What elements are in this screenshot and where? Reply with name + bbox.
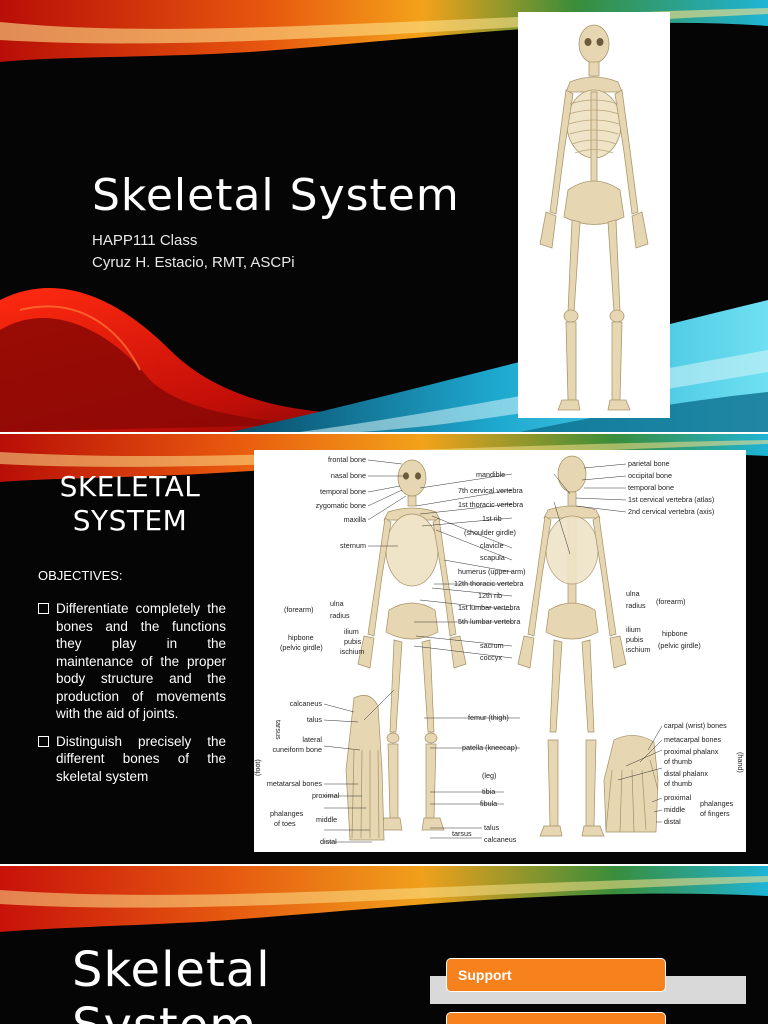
slide-title: Skeletal System [92, 170, 460, 221]
label-coccyx: coccyx [480, 653, 502, 662]
label-pubis: pubis [344, 637, 362, 646]
label-sternum: sternum [340, 541, 366, 550]
label-mandible: mandible [476, 470, 505, 479]
label-distal-finger: distal [664, 817, 681, 826]
label-ilium: ilium [344, 627, 359, 636]
label-proximal-phalanx-thumb: proximal phalanx [664, 747, 719, 756]
title-line-1: Skeletal [72, 942, 271, 998]
label-of-thumb-2: of thumb [664, 779, 692, 788]
label-atlas: 1st cervical vertebra (atlas) [628, 495, 714, 504]
label-maxilla: maxilla [344, 515, 366, 524]
objectives-heading: OBJECTIVES: [38, 568, 123, 583]
label-talus: talus [307, 715, 323, 724]
functions-slide: Skeletal System Support Protection [0, 866, 768, 1024]
label-shoulder-girdle: (shoulder girdle) [464, 528, 516, 537]
label-phalanges-toes: phalanges [270, 809, 304, 818]
decorative-ribbons [0, 866, 768, 932]
label-of-toes: of toes [274, 819, 296, 828]
label-tibia: tibia [482, 787, 495, 796]
label-foot: (foot) [254, 759, 262, 776]
labeled-skeleton-diagram: frontal bone nasal bone temporal bone zy… [253, 455, 745, 846]
label-forearm-back: (forearm) [656, 597, 686, 606]
label-ischium-back: ischium [626, 645, 650, 654]
label-metacarpal: metacarpal bones [664, 735, 722, 744]
label-cuneiform: cuneiform bone [272, 745, 322, 754]
objectives-slide: SKELETAL SYSTEM OBJECTIVES: Differentiat… [0, 434, 768, 864]
label-distal-toe: distal [320, 837, 337, 846]
label-hand: (hand) [736, 752, 745, 773]
label-pelvic-girdle-back: (pelvic girdle) [658, 641, 701, 650]
label-1st-thoracic: 1st thoracic vertebra [458, 500, 523, 509]
label-calcaneus: calcaneus [290, 699, 323, 708]
label-1st-rib: 1st rib [482, 514, 502, 523]
label-pelvic-girdle: (pelvic girdle) [280, 643, 323, 652]
class-name: HAPP111 Class [92, 232, 198, 249]
subtitle: HAPP111 Class Cyruz H. Estacio, RMT, ASC… [92, 230, 295, 274]
label-7th-cervical: 7th cervical vertebra [458, 486, 523, 495]
label-hipbone-back: hipbone [662, 629, 688, 638]
author-name: Cyruz H. Estacio, RMT, ASCPi [92, 254, 295, 271]
label-12th-rib: 12th rib [478, 591, 502, 600]
label-ulna-back: ulna [626, 589, 640, 598]
title-line-2: SYSTEM [72, 504, 188, 537]
label-hipbone: hipbone [288, 633, 314, 642]
label-5th-lumbar: 5th lumbar vertebra [458, 617, 520, 626]
label-pubis-back: pubis [626, 635, 644, 644]
title-line-1: SKELETAL [59, 470, 201, 503]
title-line-2: System [72, 998, 257, 1024]
label-12th-thoracic: 12th thoracic vertebra [454, 579, 524, 588]
label-parietal-bone: parietal bone [628, 459, 670, 468]
label-forearm: (forearm) [284, 605, 314, 614]
slide-title: Skeletal System [72, 942, 271, 1024]
label-calcaneus-center: calcaneus [484, 835, 517, 844]
label-metatarsal: metatarsal bones [267, 779, 323, 788]
label-temporal-bone: temporal bone [320, 487, 366, 496]
label-lateral: lateral [302, 735, 322, 744]
checkbox-bullet-icon [38, 735, 49, 747]
objective-item: Differentiate completely the bones and t… [38, 600, 226, 723]
label-ulna: ulna [330, 599, 344, 608]
objectives-list: Differentiate completely the bones and t… [38, 600, 226, 795]
label-sacrum: sacrum [480, 641, 504, 650]
label-ilium-back: ilium [626, 625, 641, 634]
label-ischium: ischium [340, 647, 364, 656]
function-item-support[interactable]: Support [446, 958, 666, 992]
label-tarsus-side: tarsus [274, 720, 283, 740]
label-middle-finger: middle [664, 805, 685, 814]
checkbox-bullet-icon [38, 603, 49, 614]
label-talus-center: talus [484, 823, 500, 832]
objective-item: Distinguish precisely the different bone… [38, 733, 226, 786]
label-carpal: carpal (wrist) bones [664, 721, 727, 730]
label-of-thumb-1: of thumb [664, 757, 692, 766]
skeleton-illustration [539, 24, 649, 411]
label-frontal-bone: frontal bone [328, 455, 366, 464]
skeleton-image [518, 12, 670, 418]
label-middle-toe: middle [316, 815, 337, 824]
label-proximal-finger: proximal [664, 793, 692, 802]
label-distal-phalanx-thumb: distal phalanx [664, 769, 708, 778]
skeleton-diagram: frontal bone nasal bone temporal bone zy… [253, 450, 746, 852]
label-radius-back: radius [626, 601, 646, 610]
label-nasal-bone: nasal bone [331, 471, 366, 480]
label-tarsus: tarsus [452, 829, 472, 838]
label-1st-lumbar: 1st lumbar vertebra [458, 603, 520, 612]
label-leg: (leg) [482, 771, 496, 780]
label-axis: 2nd cervical vertebra (axis) [628, 507, 714, 516]
label-patella: patella (kneecap) [462, 743, 517, 752]
label-scapula: scapula [480, 553, 505, 562]
title-slide: Skeletal System HAPP111 Class Cyruz H. E… [0, 0, 768, 432]
slide-title: SKELETAL SYSTEM [30, 470, 230, 538]
label-temporal-bone-back: temporal bone [628, 483, 674, 492]
label-proximal-toe: proximal [312, 791, 340, 800]
label-radius: radius [330, 611, 350, 620]
label-of-fingers: of fingers [700, 809, 730, 818]
label-zygomatic-bone: zygomatic bone [316, 501, 366, 510]
label-phalanges-fingers: phalanges [700, 799, 734, 808]
label-femur: femur (thigh) [468, 713, 509, 722]
label-clavicle: clavicle [480, 541, 504, 550]
label-fibula: fibula [480, 799, 497, 808]
label-humerus: humerus (upper arm) [458, 567, 526, 576]
function-item-protection[interactable]: Protection [446, 1012, 666, 1024]
label-occipital-bone: occipital bone [628, 471, 672, 480]
